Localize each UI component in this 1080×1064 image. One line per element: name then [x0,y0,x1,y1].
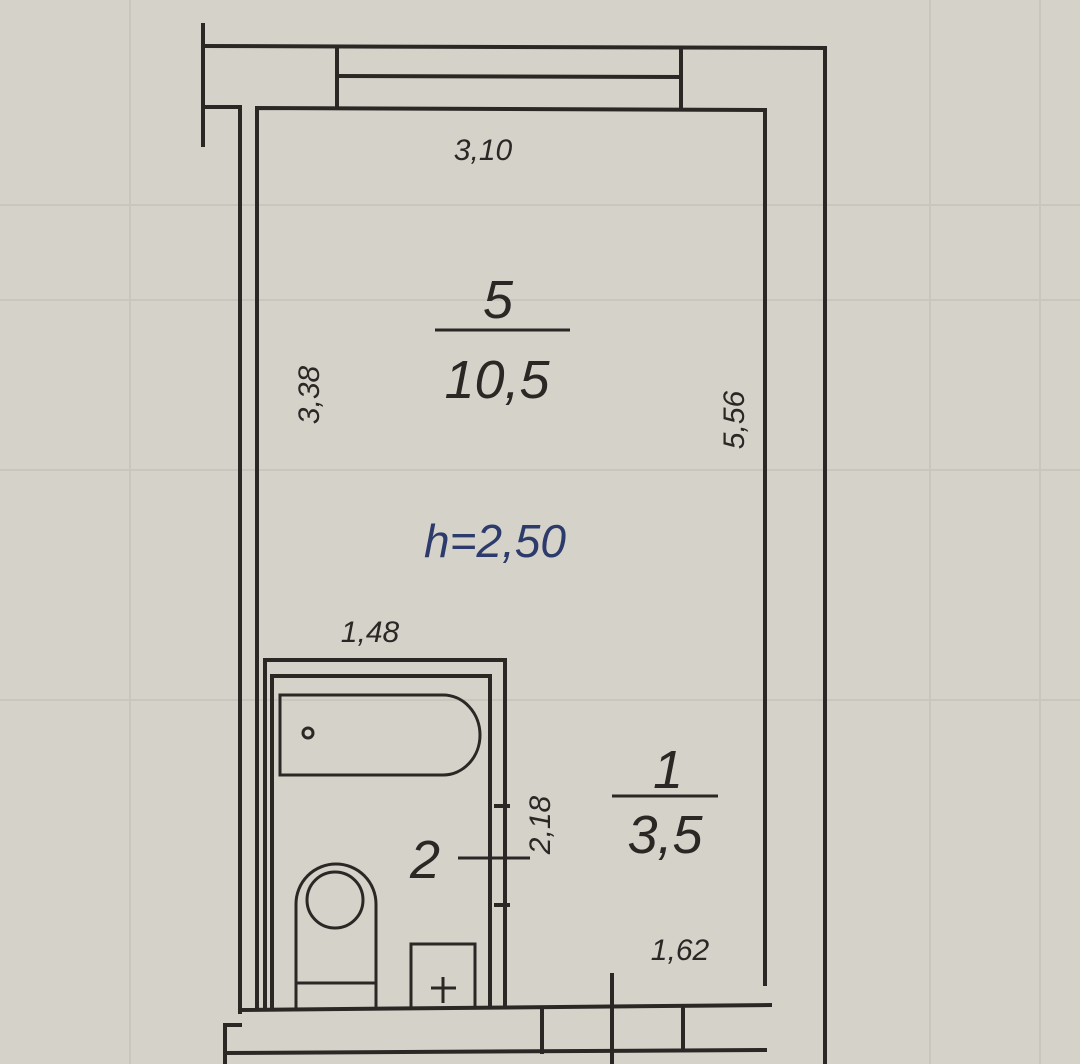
bathroom-number: 2 [409,830,440,890]
ceiling-height: h=2,50 [424,515,566,567]
bathroom-walls [263,658,510,1010]
main-room-area: 10,5 [444,350,550,410]
outer-walls [200,23,828,1064]
toilet-icon [294,862,378,1008]
bottom-wall [222,973,773,1064]
dimension-bathroom-width: 1,48 [341,616,400,649]
window [334,45,684,108]
bathtub-icon [278,693,482,777]
dimension-top-width: 3,10 [454,134,513,167]
hallway-number: 1 [653,740,683,800]
room-outline [255,105,767,1010]
dimension-bathroom-length: 2,18 [524,795,557,855]
dimension-hallway-width: 1,62 [651,934,710,967]
hallway-area: 3,5 [627,805,703,865]
dimension-left-length: 3,38 [293,365,326,424]
dimension-right-length: 5,56 [718,390,751,449]
sink-icon [409,942,477,1007]
main-room-number: 5 [483,270,514,330]
